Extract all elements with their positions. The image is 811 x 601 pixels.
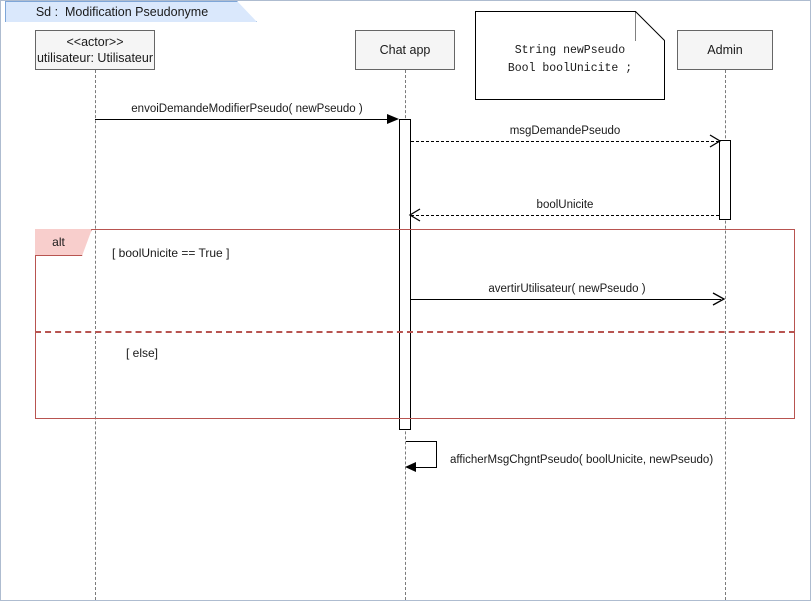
participant-admin[interactable]: Admin xyxy=(677,30,773,70)
message-arrowhead-envoi-demande xyxy=(387,114,399,124)
activation-bar-chatapp xyxy=(399,119,411,430)
diagram-title-label: Sd : Modification Pseudonyme xyxy=(35,5,209,19)
message-line-envoi-demande xyxy=(95,119,387,120)
message-label-avertir-utilisateur: avertirUtilisateur( newPseudo ) xyxy=(488,283,646,295)
alt-fragment-operator-label: alt xyxy=(52,235,65,249)
message-arrowhead-avertir-utilisateur xyxy=(712,292,726,306)
note-fold-corner xyxy=(635,11,665,41)
message-label-demande-pseudo: msgDemandePseudo xyxy=(509,125,621,137)
self-message-label: afficherMsgChgntPseudo( boolUnicite, new… xyxy=(450,454,714,466)
message-line-bool-unicite xyxy=(411,215,719,216)
participant-chatapp-label: Chat app xyxy=(379,43,431,57)
message-arrowhead-bool-unicite xyxy=(408,208,421,222)
message-label-bool-unicite: boolUnicite xyxy=(536,199,594,211)
self-message-segment-top xyxy=(406,441,437,442)
diagram-title-tab: Sd : Modification Pseudonyme xyxy=(5,1,257,22)
note-line-2: Bool boolUnicite ; xyxy=(507,62,633,75)
activation-bar-admin xyxy=(719,140,731,220)
guard-condition-true: [ boolUnicite == True ] xyxy=(112,246,230,260)
alt-fragment-frame xyxy=(35,229,795,419)
participant-utilisateur-label: utilisateur: Utilisateur xyxy=(36,51,153,65)
note-body xyxy=(475,11,665,100)
message-arrowhead-demande-pseudo xyxy=(709,134,722,148)
participant-admin-label: Admin xyxy=(707,43,743,57)
note-line-1: String newPseudo xyxy=(514,44,626,57)
participant-utilisateur[interactable]: <<actor>> utilisateur: Utilisateur xyxy=(35,30,155,70)
self-message-arrowhead xyxy=(405,462,416,472)
message-line-avertir-utilisateur xyxy=(411,299,721,300)
self-message-segment-bottom xyxy=(414,467,437,468)
self-message-segment-right xyxy=(436,441,437,467)
lifeline-admin xyxy=(725,70,726,600)
guard-condition-else: [ else] xyxy=(126,346,159,360)
participant-chatapp[interactable]: Chat app xyxy=(355,30,455,70)
alt-fragment-divider xyxy=(35,331,795,333)
note-declarations: String newPseudo Bool boolUnicite ; xyxy=(475,11,665,100)
alt-fragment-tab: alt xyxy=(35,229,92,256)
message-label-envoi-demande: envoiDemandeModifierPseudo( newPseudo ) xyxy=(131,103,363,115)
lifeline-utilisateur xyxy=(95,70,96,600)
message-line-demande-pseudo xyxy=(411,141,719,142)
participant-utilisateur-stereotype: <<actor>> xyxy=(66,35,124,49)
